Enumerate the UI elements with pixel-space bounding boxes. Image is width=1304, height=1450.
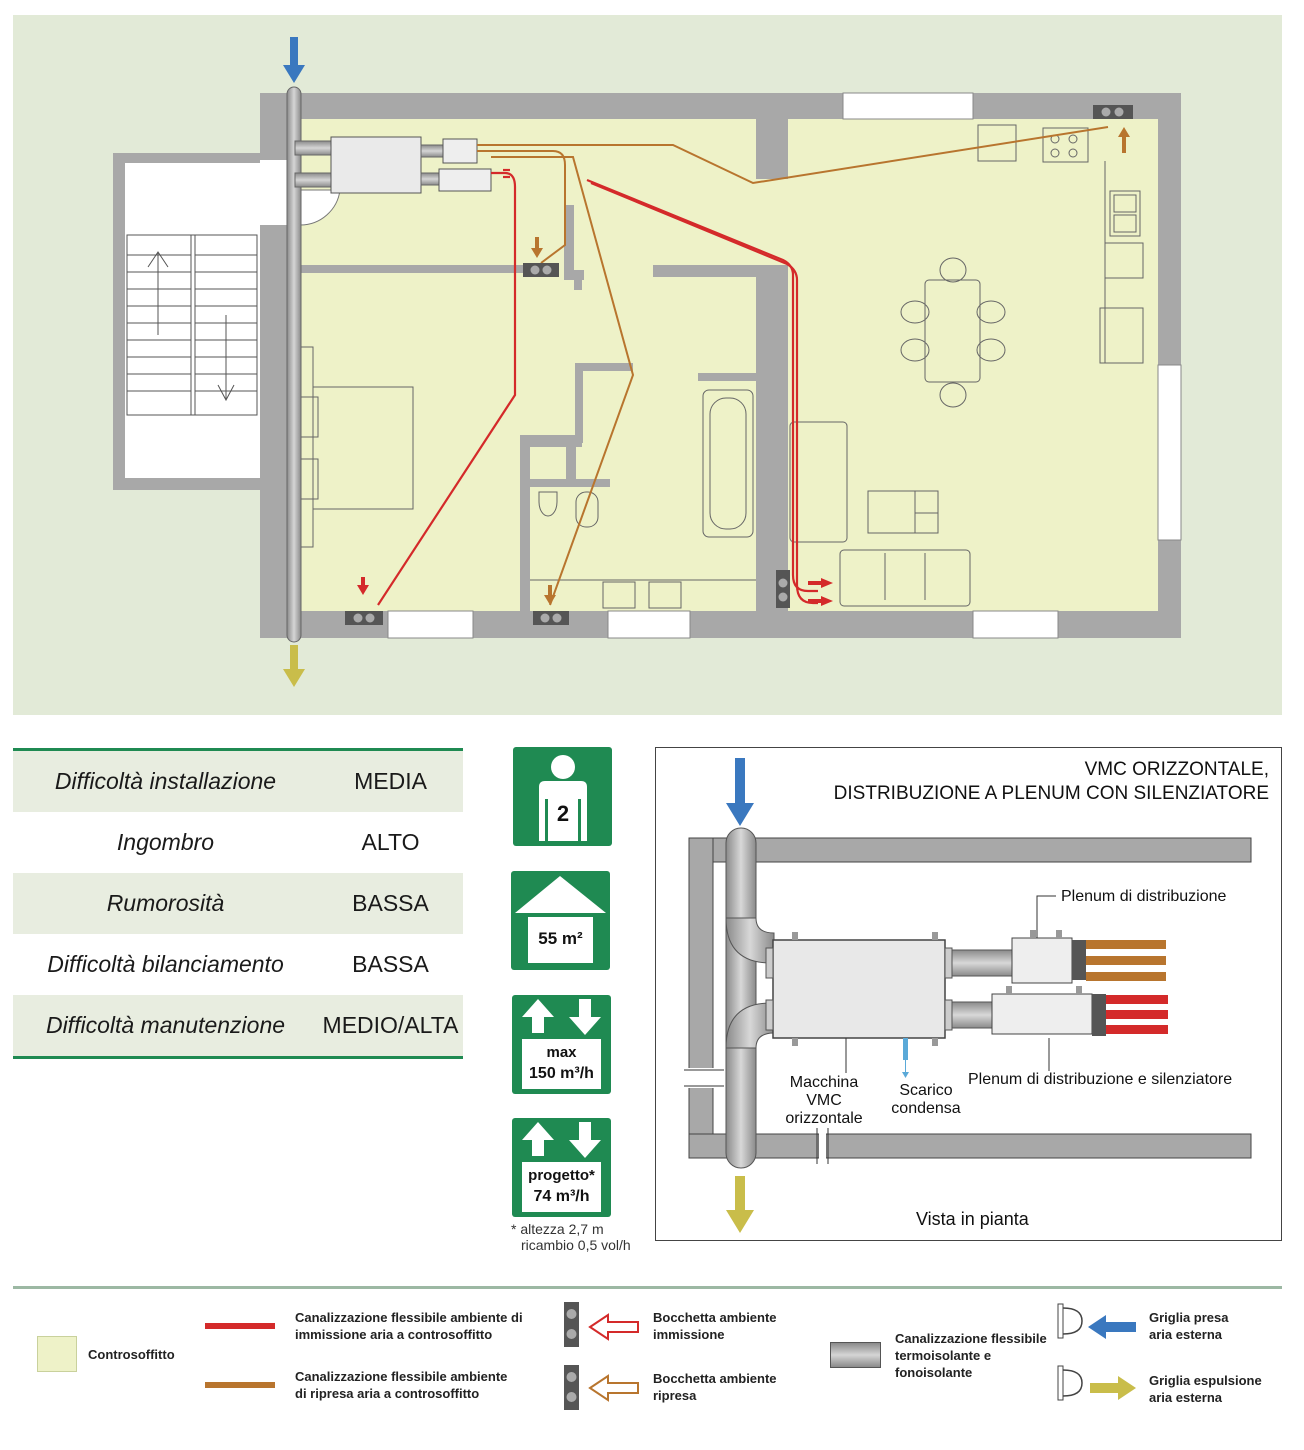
detail-title-line: VMC ORIZZONTALE, (1084, 759, 1269, 780)
rating-label: Ingombro (116, 829, 215, 855)
legend-griglia-presa: Griglia presa aria esterna (1149, 1309, 1228, 1343)
legend-griglia-espulsione: Griglia espulsione aria esterna (1149, 1372, 1262, 1406)
floor-plan-panel (13, 15, 1282, 715)
rating-label: Difficoltà bilanciamento (47, 951, 284, 977)
floor-plan (113, 37, 1182, 687)
design-flow-icon: progetto* 74 m³/h (512, 1118, 611, 1217)
legend-line: immissione aria a controsoffitto (295, 1327, 493, 1342)
legend-line: fonoisolante (895, 1365, 973, 1380)
detail-panel: VMC ORIZZONTALE, DISTRIBUZIONE A PLENUM … (655, 747, 1282, 1241)
occupants-count: 2 (556, 801, 570, 826)
flow-arrows (357, 127, 1130, 606)
area-value: 55 m² (538, 929, 583, 948)
legend-immissione: Canalizzazione flessibile ambiente di im… (295, 1309, 523, 1343)
grille-legend-icons (1057, 1303, 1136, 1401)
plenum-label: Plenum di distribuzione (1061, 888, 1227, 905)
vent-legend-icons (564, 1302, 639, 1410)
legend-line: aria esterna (1149, 1327, 1222, 1342)
table-top-rule (13, 748, 463, 751)
vents (345, 105, 1133, 625)
detail-intake-arrow-icon (726, 758, 754, 826)
legend-line: immissione (653, 1327, 725, 1342)
controsoffitto-swatch (37, 1336, 77, 1372)
legend-line: Bocchetta ambiente (653, 1371, 777, 1386)
rating-value: MEDIO/ALTA (322, 1012, 459, 1038)
max-flow-icon: max 150 m³/h (512, 995, 611, 1094)
table-row: Difficoltà installazione MEDIA (13, 751, 463, 812)
legend-ripresa: Canalizzazione flessibile ambiente di ri… (295, 1368, 507, 1402)
max-flow-value: 150 m³/h (529, 1065, 594, 1082)
legend-controsoffitto: Controsoffitto (88, 1347, 175, 1362)
detail-title: VMC ORIZZONTALE, DISTRIBUZIONE A PLENUM … (834, 758, 1269, 806)
rating-label: Difficoltà manutenzione (45, 1012, 286, 1038)
rating-value: BASSA (352, 951, 429, 977)
detail-exhaust-arrow-icon (726, 1176, 754, 1233)
detail-title-line: DISTRIBUZIONE A PLENUM CON SILENZIATORE (833, 783, 1269, 804)
rating-label: Difficoltà installazione (54, 768, 277, 794)
footnote: * altezza 2,7 m ricambio 0,5 vol/h (511, 1221, 631, 1253)
legend-line: Canalizzazione flessibile ambiente (295, 1369, 508, 1384)
legend-line: Canalizzazione flessibile ambiente di (295, 1310, 523, 1325)
design-flow-label: progetto* (528, 1167, 595, 1184)
supply-line-swatch (205, 1323, 275, 1329)
extract-ducts (477, 126, 1109, 606)
legend-rule (13, 1286, 1282, 1289)
condensa-label-line: Scarico (899, 1082, 953, 1099)
supply-ducts (377, 168, 818, 606)
table-row: Rumorosità BASSA (13, 873, 463, 934)
max-flow-label: max (546, 1044, 577, 1061)
machine-label-line: Macchina VMC (789, 1074, 859, 1109)
legend-line: Bocchetta ambiente (653, 1310, 777, 1325)
table-row: Ingombro ALTO (13, 812, 463, 873)
footnote-line: ricambio 0,5 vol/h (521, 1237, 631, 1253)
detail-diagram (681, 758, 1252, 1233)
legend-line: aria esterna (1149, 1390, 1222, 1405)
legend-line: ripresa (653, 1388, 697, 1403)
ratings-table: Difficoltà installazione MEDIA Ingombro … (13, 748, 463, 1059)
rating-value: ALTO (361, 829, 420, 855)
area-icon: 55 m² (511, 871, 610, 970)
legend-bocchetta-ripresa: Bocchetta ambiente ripresa (653, 1370, 777, 1404)
outer-walls (260, 92, 1182, 639)
legend-line: di ripresa aria a controsoffitto (295, 1386, 480, 1401)
rating-label: Rumorosità (106, 890, 225, 916)
table-bottom-rule (13, 1056, 463, 1059)
design-flow-value: 74 m³/h (533, 1188, 590, 1205)
legend-line: Griglia presa (1149, 1310, 1229, 1325)
insulated-duct-swatch (830, 1342, 881, 1368)
condensa-label: Scarico condensa (886, 1082, 966, 1118)
legend-line: Canalizzazione flessibile (895, 1331, 1047, 1346)
stairwell (113, 153, 263, 490)
rating-value: BASSA (352, 890, 429, 916)
condensa-label-line: condensa (891, 1100, 961, 1117)
exhaust-arrow-icon (283, 645, 305, 687)
legend-canalizzazione: Canalizzazione flessibile termoisolante … (895, 1330, 1047, 1381)
footnote-line: * altezza 2,7 m (511, 1221, 604, 1237)
furniture (299, 124, 1144, 609)
legend-line: Griglia espulsione (1149, 1373, 1262, 1388)
machine-label: Macchina VMC orizzontale (774, 1074, 874, 1128)
intake-arrow-icon (283, 37, 305, 83)
extract-line-swatch (205, 1382, 275, 1388)
rating-value: MEDIA (354, 768, 427, 794)
legend-line: termoisolante e (895, 1348, 992, 1363)
view-label: Vista in pianta (916, 1209, 1029, 1229)
table-row: Difficoltà manutenzione MEDIO/ALTA (13, 995, 463, 1056)
machine-label-line: orizzontale (785, 1110, 863, 1127)
interior-walls (300, 119, 788, 611)
table-row: Difficoltà bilanciamento BASSA (13, 934, 463, 995)
silencer-label: Plenum di distribuzione e silenziatore (968, 1071, 1233, 1088)
legend-bocchetta-immissione: Bocchetta ambiente immissione (653, 1309, 777, 1343)
occupants-icon: 2 (513, 747, 612, 846)
